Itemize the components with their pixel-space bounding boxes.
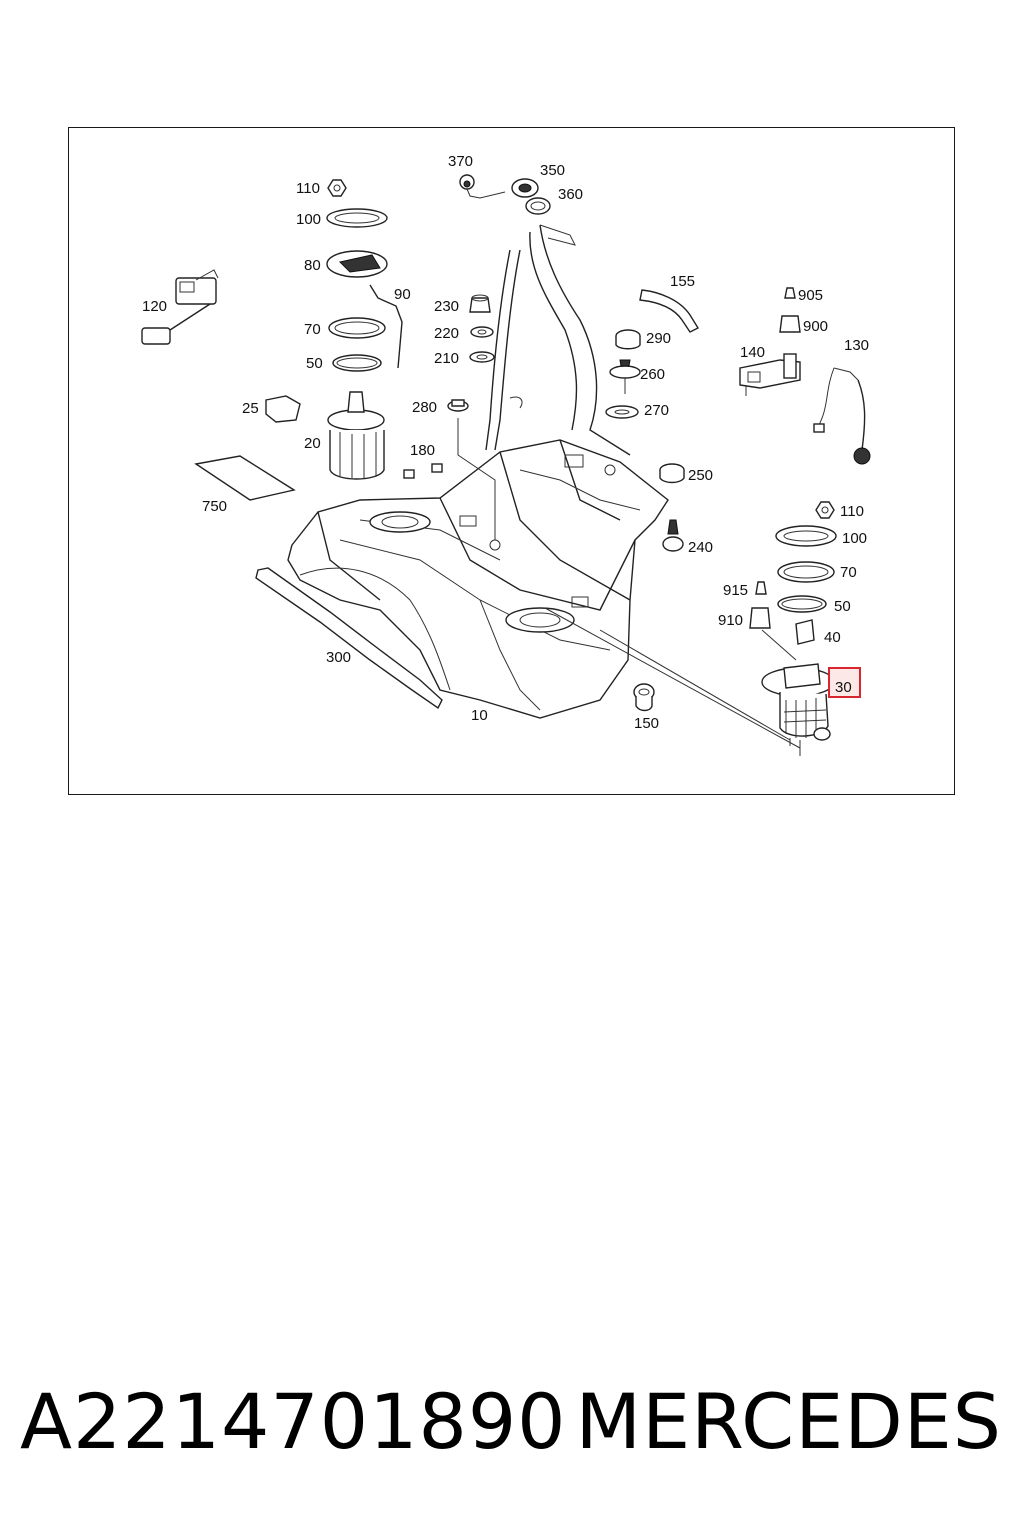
caption-bar: A2214701890 MERCEDES bbox=[0, 1372, 1024, 1472]
label-290[interactable]: 290 bbox=[646, 330, 671, 347]
label-230[interactable]: 230 bbox=[434, 298, 459, 315]
label-220[interactable]: 220 bbox=[434, 325, 459, 342]
leader-tank-to-30 bbox=[544, 607, 801, 749]
label-100-left[interactable]: 100 bbox=[296, 211, 321, 228]
label-120[interactable]: 120 bbox=[142, 298, 167, 315]
pad-180-drawing bbox=[403, 463, 443, 479]
rod-90-drawing bbox=[369, 284, 403, 369]
label-100-right[interactable]: 100 bbox=[842, 530, 867, 547]
pump-assembly-30-drawing bbox=[761, 663, 835, 756]
label-155[interactable]: 155 bbox=[670, 273, 695, 290]
label-10[interactable]: 10 bbox=[471, 707, 488, 724]
grommet-280-drawing bbox=[447, 399, 496, 540]
label-20[interactable]: 20 bbox=[304, 435, 321, 452]
label-350[interactable]: 350 bbox=[540, 162, 565, 179]
clip-25-drawing bbox=[265, 395, 301, 423]
label-370[interactable]: 370 bbox=[448, 153, 473, 170]
strap-300-drawing bbox=[255, 567, 443, 710]
label-910[interactable]: 910 bbox=[718, 612, 743, 629]
label-30-highlighted[interactable]: 30 bbox=[835, 679, 852, 696]
right-seal-stack-drawing bbox=[775, 501, 837, 613]
label-70-left[interactable]: 70 bbox=[304, 321, 321, 338]
label-140[interactable]: 140 bbox=[740, 344, 765, 361]
label-180[interactable]: 180 bbox=[410, 442, 435, 459]
label-300[interactable]: 300 bbox=[326, 649, 351, 666]
label-360[interactable]: 360 bbox=[558, 186, 583, 203]
part-labels: 370 350 360 110 100 80 90 120 70 50 230 … bbox=[142, 153, 869, 732]
hose-155-drawing bbox=[639, 289, 699, 333]
cap-150-drawing bbox=[633, 683, 655, 712]
connector-140-drawing bbox=[739, 287, 801, 396]
grommet-250-drawing bbox=[659, 463, 685, 484]
cap-370-drawing bbox=[459, 174, 506, 199]
label-130[interactable]: 130 bbox=[844, 337, 869, 354]
label-110-right[interactable]: 110 bbox=[840, 503, 864, 520]
grommet-stack-drawing bbox=[469, 294, 495, 363]
label-80[interactable]: 80 bbox=[304, 257, 321, 274]
label-250[interactable]: 250 bbox=[688, 467, 713, 484]
label-240[interactable]: 240 bbox=[688, 539, 713, 556]
label-150[interactable]: 150 bbox=[634, 715, 659, 732]
pad-750-drawing bbox=[194, 455, 296, 501]
label-50-right[interactable]: 50 bbox=[834, 598, 851, 615]
label-90[interactable]: 90 bbox=[394, 286, 411, 303]
valve-stack-drawing bbox=[605, 329, 641, 419]
label-110-left[interactable]: 110 bbox=[296, 180, 320, 197]
sender-120-drawing bbox=[141, 269, 219, 345]
label-50-left[interactable]: 50 bbox=[306, 355, 323, 372]
pump-module-20-drawing bbox=[327, 391, 385, 480]
leader-tank-to-30b bbox=[599, 629, 791, 741]
label-40[interactable]: 40 bbox=[824, 629, 841, 646]
label-900[interactable]: 900 bbox=[803, 318, 828, 335]
label-70-right[interactable]: 70 bbox=[840, 564, 857, 581]
fuel-tank-drawing bbox=[287, 439, 669, 719]
left-seal-stack-drawing bbox=[326, 179, 388, 372]
label-260[interactable]: 260 bbox=[640, 366, 665, 383]
label-280[interactable]: 280 bbox=[412, 399, 437, 416]
label-210[interactable]: 210 bbox=[434, 350, 459, 367]
label-905[interactable]: 905 bbox=[798, 287, 823, 304]
brand-name-text: MERCEDES bbox=[575, 1377, 1002, 1466]
valve-240-drawing bbox=[662, 519, 684, 552]
label-750[interactable]: 750 bbox=[202, 498, 227, 515]
filler-neck-drawing bbox=[485, 178, 631, 456]
label-270[interactable]: 270 bbox=[644, 402, 669, 419]
highlight-box-30 bbox=[828, 667, 861, 698]
label-25[interactable]: 25 bbox=[242, 400, 259, 417]
float-130-drawing bbox=[813, 367, 871, 465]
part-number-text: A2214701890 bbox=[20, 1377, 567, 1466]
label-915[interactable]: 915 bbox=[723, 582, 748, 599]
fitting-910-915-40-drawing bbox=[749, 581, 815, 661]
